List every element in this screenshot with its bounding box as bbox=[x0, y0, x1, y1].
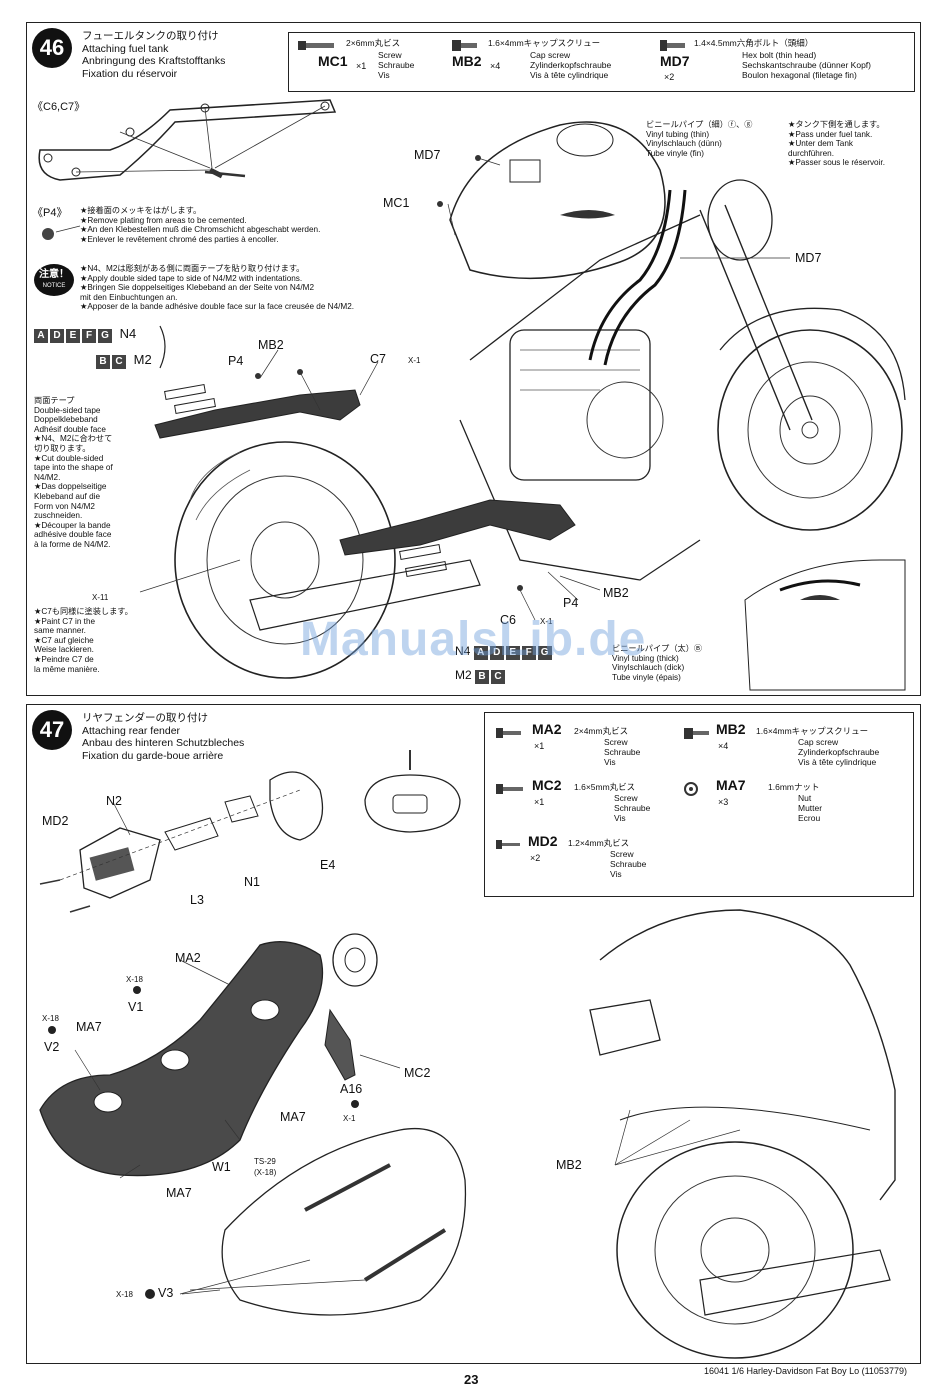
step-46-parts-box bbox=[288, 32, 915, 92]
label-ts29: TS-29 bbox=[254, 1157, 276, 1166]
part-mb2: 1.6×4mmキャップスクリュー MB2 ×4 Cap screw Zylind… bbox=[452, 38, 612, 80]
nut-icon bbox=[684, 782, 698, 796]
vinyl-thick-note: ビニールパイプ（太）Ⓑ Vinyl tubing (thick) Vinylsc… bbox=[612, 644, 703, 682]
notice-badge: 注意！ NOTICE bbox=[34, 264, 74, 296]
label-mb2-fender: MB2 bbox=[556, 1158, 582, 1172]
label-n2: N2 bbox=[106, 794, 122, 808]
part-mb2-47: MB2 ×4 1.6×4mmキャップスクリュー Cap screw Zylind… bbox=[684, 722, 908, 772]
page-number: 23 bbox=[464, 1372, 479, 1387]
label-c7: C7 bbox=[370, 352, 386, 366]
label-ma7-left: MA7 bbox=[76, 1020, 102, 1034]
label-v3: V3 bbox=[158, 1286, 174, 1300]
step-47-parts-box bbox=[484, 712, 914, 897]
c6c7-bracket-drawing bbox=[38, 99, 337, 181]
label-mb2-upper: MB2 bbox=[258, 338, 284, 352]
part-ma2: MA2 ×1 2×4mm丸ビス Screw Schraube Vis bbox=[496, 722, 676, 772]
p4-part-icon bbox=[42, 225, 81, 240]
screw-icon bbox=[496, 784, 523, 794]
label-x18-w1: (X-18) bbox=[254, 1168, 277, 1177]
label-l3: L3 bbox=[190, 893, 204, 907]
p4-label: 《P4》 bbox=[32, 207, 68, 219]
part-mc1: 2×6mm丸ビス MC1 ×1 Screw Schraube Vis bbox=[298, 38, 448, 88]
label-x18-v1: X-18 bbox=[126, 975, 143, 984]
notice-text: ★N4、M2は彫刻がある側に両面テープを貼り取り付けます。 ★Apply dou… bbox=[80, 264, 355, 312]
label-ma2: MA2 bbox=[175, 951, 201, 965]
label-mc2: MC2 bbox=[404, 1066, 431, 1080]
watermark: ManualsLib.de bbox=[300, 613, 647, 666]
label-x18-v2: X-18 bbox=[42, 1014, 59, 1023]
step-46-number: 46 bbox=[32, 28, 72, 68]
label-c6: C6 bbox=[500, 613, 516, 627]
motorcycle-assembly-drawing bbox=[139, 121, 906, 691]
label-v2: V2 bbox=[44, 1040, 60, 1054]
c6c7-label: 《C6,C7》 bbox=[32, 101, 86, 113]
label-p4-lower: P4 bbox=[563, 596, 579, 610]
tape-notes: 両面テープ Double-sided tape Doppelklebeband … bbox=[34, 396, 113, 549]
label-md7-right: MD7 bbox=[795, 251, 822, 265]
part-md7: 1.4×4.5mm六角ボルト（頭細） MD7 ×2 Hex bolt (thin… bbox=[660, 38, 871, 82]
label-w1: W1 bbox=[212, 1160, 231, 1174]
label-ma7-mid: MA7 bbox=[280, 1110, 306, 1124]
paint-notes: ★C7も同様に塗装します。 ★Paint C7 in the same mann… bbox=[34, 607, 133, 674]
screw-icon bbox=[298, 41, 334, 50]
label-mc1: MC1 bbox=[383, 196, 410, 210]
label-x18-v3: X-18 bbox=[116, 1290, 133, 1299]
tank-pass-note: ★タンク下側を通します。 ★Pass under fuel tank. ★Unt… bbox=[788, 120, 885, 168]
label-x1-c7: X-1 bbox=[408, 356, 421, 365]
part-ma7: MA7 ×3 1.6mmナット Nut Mutter Ecrou bbox=[684, 778, 908, 828]
vinyl-thin-note: ビニールパイプ（細）ⓕ、ⓖ Vinyl tubing (thin) Vinyls… bbox=[646, 120, 753, 158]
part-md2: MD2 ×2 1.2×4mm丸ビス Screw Schraube Vis bbox=[496, 834, 676, 884]
footer-model: 16041 1/6 Harley-Davidson Fat Boy Lo (11… bbox=[704, 1366, 907, 1376]
label-x11: X-11 bbox=[92, 593, 109, 602]
title-en: Attaching fuel tank bbox=[82, 42, 169, 55]
step-47-title: リヤフェンダーの取り付け Attaching rear fender Anbau… bbox=[82, 712, 245, 762]
step-46-title: フューエルタンクの取り付け Attaching fuel tank Anbrin… bbox=[82, 30, 225, 80]
cap-screw-icon bbox=[684, 728, 709, 739]
part-mc2: MC2 ×1 1.6×5mm丸ビス Screw Schraube Vis bbox=[496, 778, 676, 828]
label-ma7-bottom: MA7 bbox=[166, 1186, 192, 1200]
title-jp: フューエルタンクの取り付け bbox=[82, 30, 219, 42]
label-md2: MD2 bbox=[42, 814, 69, 828]
label-md7-upper: MD7 bbox=[414, 148, 441, 162]
p4-notes: ★接着面のメッキをはがします。 ★Remove plating from are… bbox=[80, 206, 321, 244]
label-p4-upper: P4 bbox=[228, 354, 244, 368]
cap-screw-icon bbox=[452, 40, 477, 51]
label-x1-a16: X-1 bbox=[343, 1114, 356, 1123]
label-mb2-lower: MB2 bbox=[603, 586, 629, 600]
step-47-number: 47 bbox=[32, 710, 72, 750]
title-de: Anbringung des Kraftstofftanks bbox=[82, 55, 226, 67]
label-v1: V1 bbox=[128, 1000, 144, 1014]
hex-bolt-icon bbox=[660, 40, 685, 51]
screw-icon bbox=[496, 840, 520, 849]
title-fr: Fixation du réservoir bbox=[82, 67, 178, 80]
label-a16: A16 bbox=[340, 1082, 363, 1096]
screw-icon bbox=[496, 728, 521, 738]
label-n1: N1 bbox=[244, 875, 260, 889]
label-e4: E4 bbox=[320, 858, 336, 872]
bracket-brace bbox=[159, 325, 166, 369]
label-x1-c6: X-1 bbox=[540, 617, 553, 626]
